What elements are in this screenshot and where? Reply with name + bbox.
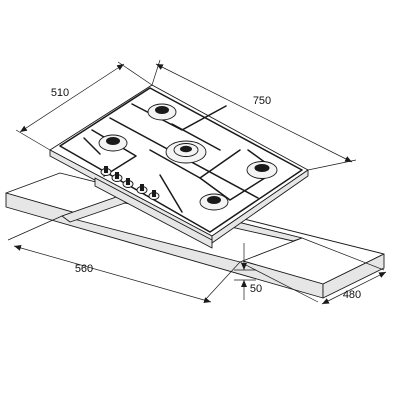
knob-3 bbox=[122, 178, 134, 188]
dimension-label-750: 750 bbox=[253, 95, 271, 107]
dimension-hob-depth: 510 bbox=[15, 61, 153, 151]
burner-rear-left bbox=[98, 134, 128, 152]
burner-front-right bbox=[246, 161, 278, 179]
dimension-label-480: 480 bbox=[343, 289, 361, 301]
dimension-label-510: 510 bbox=[51, 87, 69, 99]
dimension-cutout-depth: 480 bbox=[239, 237, 387, 305]
dimension-label-560: 560 bbox=[75, 263, 93, 275]
hob-under-body bbox=[94, 177, 213, 249]
control-knobs bbox=[100, 166, 160, 200]
dimension-label-50: 50 bbox=[250, 283, 262, 295]
burner-rear-center bbox=[147, 103, 177, 121]
dimension-cutout-width: 560 bbox=[7, 215, 241, 303]
burner-wok-center bbox=[165, 140, 207, 164]
dimension-hob-width: 750 bbox=[151, 59, 357, 171]
knob-2 bbox=[111, 172, 123, 182]
dimension-worktop-thickness: 50 bbox=[234, 243, 262, 300]
knob-5 bbox=[148, 190, 160, 200]
burner-front-center bbox=[199, 193, 229, 211]
knob-4 bbox=[136, 184, 148, 194]
knob-1 bbox=[100, 166, 112, 176]
